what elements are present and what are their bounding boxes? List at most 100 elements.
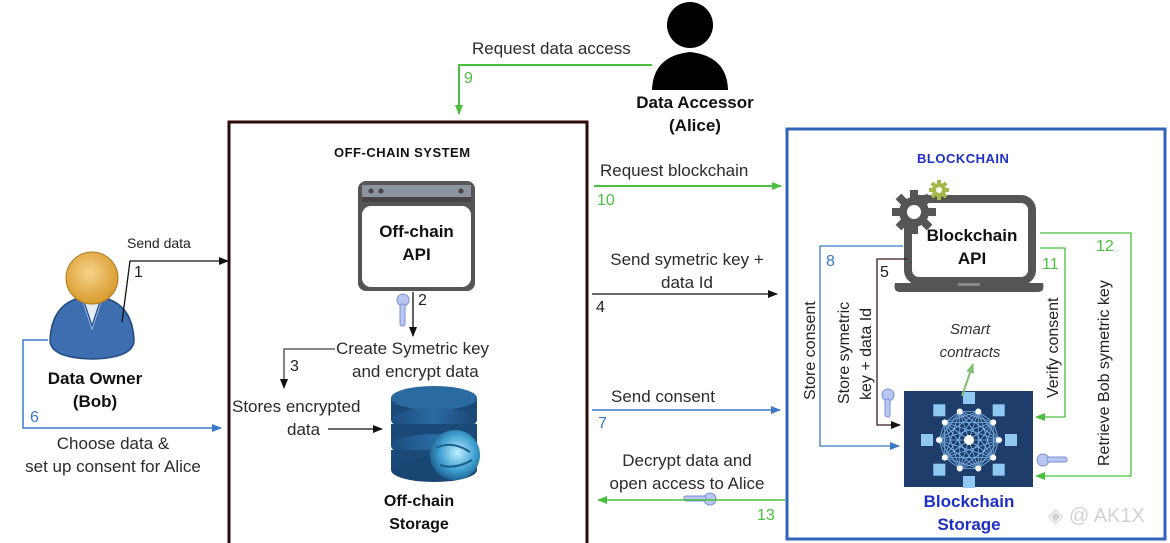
network-link (944, 411, 960, 423)
blockchain-storage-line2: Storage (937, 515, 1001, 534)
network-link (959, 439, 1000, 469)
network-node (941, 419, 948, 426)
network-link (944, 422, 961, 469)
network-server (921, 434, 933, 446)
key-icon (881, 388, 895, 418)
step-13-label-line1: Decrypt data and (622, 451, 752, 470)
step-10-label: Request blockchain (600, 161, 749, 180)
step-4-label-line2: data Id (661, 273, 713, 292)
verify-consent-label: Verify consent (1045, 297, 1062, 399)
person-silhouette-icon (652, 2, 728, 90)
arrow-step-6 (22, 339, 222, 432)
accessor-name: Data Accessor (636, 93, 754, 112)
step-11-number: 11 (1042, 256, 1059, 273)
key-icon (396, 293, 410, 327)
step-13-label-line2: open access to Alice (609, 474, 765, 493)
network-node (996, 437, 1002, 443)
offchain-title: OFF-CHAIN SYSTEM (334, 145, 471, 160)
network-nodes-icon (904, 391, 1033, 488)
offchain-storage-line2: Storage (389, 516, 449, 533)
blockchain-api-line1: Blockchain (926, 226, 1018, 245)
network-server (992, 404, 1005, 417)
network-link (944, 411, 979, 458)
network-link (992, 422, 1000, 441)
network-node (990, 454, 997, 461)
step-2-number: 2 (418, 292, 427, 309)
network-link (938, 421, 994, 441)
stores-line1: Stores encrypted (232, 397, 361, 416)
network-link (938, 439, 979, 469)
arrow-step-12 (1035, 232, 1132, 480)
browser-window-icon (358, 181, 475, 291)
step-1-label: Send data (127, 235, 191, 251)
watermark-text: @ AK1X (1068, 505, 1145, 527)
offchain-system-box (227, 120, 589, 543)
step-4-label-line1: Send symetric key + (610, 250, 764, 269)
laptop-gears-icon (892, 180, 1044, 292)
blockchain-storage-line1: Blockchain (923, 492, 1015, 511)
owner-alias: (Bob) (72, 392, 118, 411)
network-link (938, 422, 946, 441)
step-7-number: 7 (598, 415, 607, 432)
offchain-api-line2: API (402, 245, 431, 264)
step-7-label: Send consent (611, 387, 715, 406)
network-server (1005, 434, 1017, 446)
network-node (956, 408, 963, 415)
network-node (941, 454, 948, 461)
step-9-number: 9 (464, 70, 473, 87)
smart-contracts-line2: contracts (939, 344, 1001, 361)
arrow-step-1 (121, 257, 229, 323)
network-server (963, 392, 975, 404)
owner-name: Data Owner (47, 369, 143, 388)
network-link (959, 411, 1000, 441)
store-consent-label: Store consent (802, 301, 819, 400)
arrow-step-11 (1035, 247, 1066, 421)
step-4-number: 4 (596, 299, 605, 316)
network-link (959, 422, 994, 469)
arrow-smart-contracts (961, 363, 974, 397)
key-icon (683, 492, 717, 506)
network-link (959, 411, 994, 423)
step-12-number: 12 (1096, 238, 1114, 255)
accessor-alias: (Alice) (669, 116, 721, 135)
network-server (933, 404, 946, 417)
network-node (956, 465, 963, 472)
network-link (977, 411, 994, 458)
blockchain-system-box (785, 127, 1167, 541)
network-server (992, 463, 1005, 476)
store-key-label-line1: Store symetric (836, 301, 853, 404)
step-10-number: 10 (597, 192, 615, 209)
offchain-storage-line1: Off-chain (383, 493, 455, 510)
stores-line2: data (287, 420, 321, 439)
retrieve-key-label: Retrieve Bob symetric key (1096, 280, 1113, 466)
blockchain-api-line2: API (957, 249, 987, 268)
arrow-step-3 (280, 348, 335, 389)
network-link (944, 457, 960, 469)
smart-contracts-line1: Smart (949, 321, 990, 338)
step-1-number: 1 (134, 264, 143, 281)
step-3-number: 3 (290, 358, 299, 375)
network-link (944, 411, 979, 423)
create-key-line2: and encrypt data (352, 362, 479, 381)
offchain-api-line1: Off-chain (379, 222, 454, 241)
network-link (992, 439, 1000, 458)
network-link (938, 411, 961, 441)
network-link (977, 422, 994, 469)
network-server (933, 463, 946, 476)
step-6-number: 6 (30, 409, 39, 426)
step-9-label: Request data access (472, 39, 631, 58)
network-node (975, 408, 982, 415)
database-globe-icon (391, 386, 480, 482)
arrow-step-8 (819, 245, 903, 450)
create-key-line1: Create Symetric key (336, 339, 490, 358)
blockchain-title: BLOCKCHAIN (917, 151, 1010, 166)
store-key-label-line2: key + data Id (858, 307, 875, 400)
step-6-label-line1: Choose data & (56, 434, 170, 453)
network-node (990, 419, 997, 426)
step-8-number: 8 (826, 253, 835, 270)
step-5-number: 5 (880, 264, 889, 281)
person-icon (49, 251, 135, 360)
watermark: ◈ @ AK1X (1048, 505, 1145, 527)
network-link (938, 411, 979, 441)
